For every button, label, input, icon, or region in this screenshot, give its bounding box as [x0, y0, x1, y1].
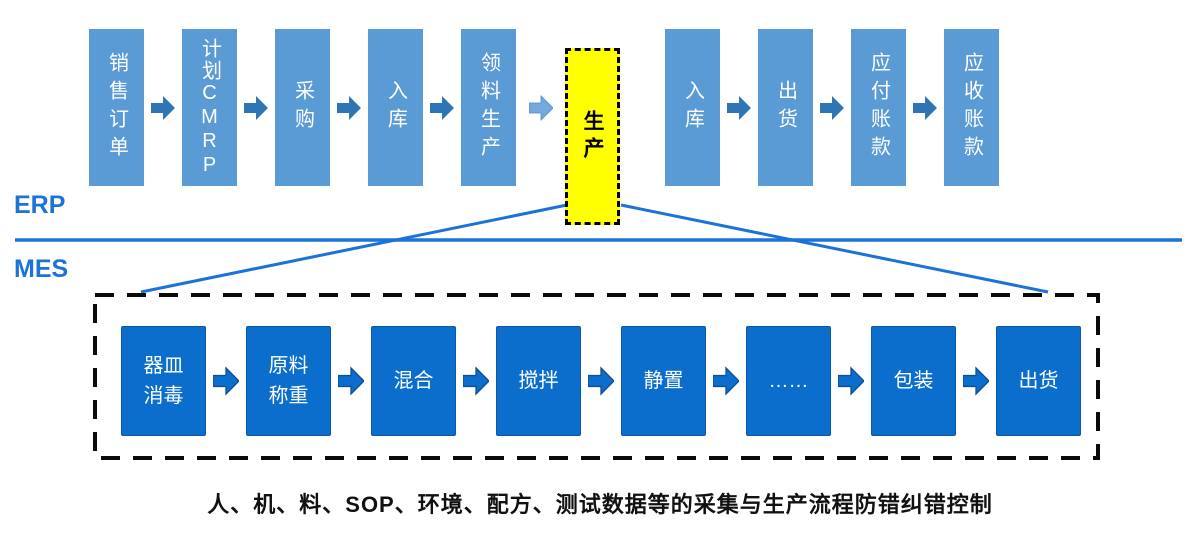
arrow-right-icon	[338, 364, 364, 398]
erp-flow-row: 销售订单 计划CMRP 采购 入库 领料生产生产 入库 出货 应付账款 应收账款	[89, 29, 999, 225]
caption-text: 人、机、料、SOP、环境、配方、测试数据等的采集与生产流程防错纠错控制	[207, 492, 993, 517]
mes-arrow-slot	[206, 326, 246, 436]
mes-arrow-slot	[581, 326, 621, 436]
mes-arrow-slot	[331, 326, 371, 436]
arrow-right-icon	[963, 364, 989, 398]
erp-stage-box: 采购	[275, 29, 330, 186]
arrow-right-icon	[151, 93, 175, 123]
erp-stage-label: 销售订单	[105, 51, 128, 164]
arrow-right-icon	[463, 364, 489, 398]
erp-arrow-slot	[906, 29, 944, 186]
mes-arrow-slot	[831, 326, 871, 436]
mes-stage-box: 原料 称重	[246, 326, 331, 436]
erp-stage-label: 领料生产	[477, 51, 500, 164]
erp-stage-box: 入库	[665, 29, 720, 186]
erp-arrow-slot	[423, 29, 461, 186]
arrow-right-icon	[213, 364, 239, 398]
erp-stage-label: 入库	[681, 79, 704, 136]
mes-stage-box: 包装	[871, 326, 956, 436]
erp-arrow-slot	[813, 29, 851, 186]
erp-arrow-slot	[144, 29, 182, 186]
arrow-right-icon	[244, 93, 268, 123]
mes-stage-box: ……	[746, 326, 831, 436]
arrow-right-icon	[727, 93, 751, 123]
arrow-right-icon	[713, 364, 739, 398]
erp-stage-label: 出货	[774, 79, 797, 136]
erp-stage-label: 入库	[384, 79, 407, 136]
erp-arrow-slot	[237, 29, 275, 186]
erp-stage-box: 领料生产	[461, 29, 516, 186]
mes-stage-box: 器皿 消毒	[121, 326, 206, 436]
mes-flow-row: 器皿 消毒 原料 称重 混合 搅拌 静置 …… 包装 出货	[121, 326, 1081, 436]
mes-stage-label: 器皿 消毒	[143, 355, 184, 407]
mes-stage-box: 搅拌	[496, 326, 581, 436]
erp-stage-box: 应收账款	[944, 29, 999, 186]
erp-stage-label: 应付账款	[867, 51, 890, 164]
erp-stage-label: 采购	[291, 79, 314, 136]
mes-stage-label: 静置	[643, 370, 684, 392]
mes-stage-box: 出货	[996, 326, 1081, 436]
erp-arrow-slot	[516, 29, 565, 186]
erp-stage-label: 生产	[581, 109, 604, 164]
zoom-line-right	[620, 203, 1049, 294]
mes-stage-label: 搅拌	[518, 370, 559, 392]
mes-stage-label: 原料 称重	[268, 355, 309, 407]
erp-stage-box: 销售订单	[89, 29, 144, 186]
mes-dashed-frame	[93, 293, 1100, 460]
erp-stage-box: 出货	[758, 29, 813, 186]
mes-stage-label: 出货	[1018, 370, 1059, 392]
mes-stage-label: 混合	[393, 370, 434, 392]
mes-arrow-slot	[456, 326, 496, 436]
mes-stage-box: 静置	[621, 326, 706, 436]
arrow-right-icon	[430, 93, 454, 123]
erp-stage-box: 入库	[368, 29, 423, 186]
mes-arrow-slot	[956, 326, 996, 436]
mes-stage-label: ……	[768, 370, 809, 392]
mes-section-label: MES	[14, 255, 69, 283]
erp-stage-label: 计划CMRP	[198, 37, 221, 178]
arrow-right-icon	[838, 364, 864, 398]
erp-stage-box: 应付账款	[851, 29, 906, 186]
zoom-line-left	[140, 203, 568, 294]
erp-stage-box-highlight: 生产	[565, 48, 620, 225]
erp-arrow-slot	[720, 29, 758, 186]
arrow-right-icon	[337, 93, 361, 123]
erp-stage-box: 计划CMRP	[182, 29, 237, 186]
arrow-right-icon	[913, 93, 937, 123]
erp-arrow-slot	[330, 29, 368, 186]
mes-stage-box: 混合	[371, 326, 456, 436]
arrow-right-icon	[588, 364, 614, 398]
arrow-right-icon	[820, 93, 844, 123]
arrow-right-icon	[528, 93, 553, 123]
mes-arrow-slot	[706, 326, 746, 436]
erp-section-label: ERP	[14, 191, 66, 219]
erp-flow-gap	[620, 29, 665, 186]
mes-stage-label: 包装	[893, 370, 934, 392]
erp-stage-label: 应收账款	[960, 51, 983, 164]
